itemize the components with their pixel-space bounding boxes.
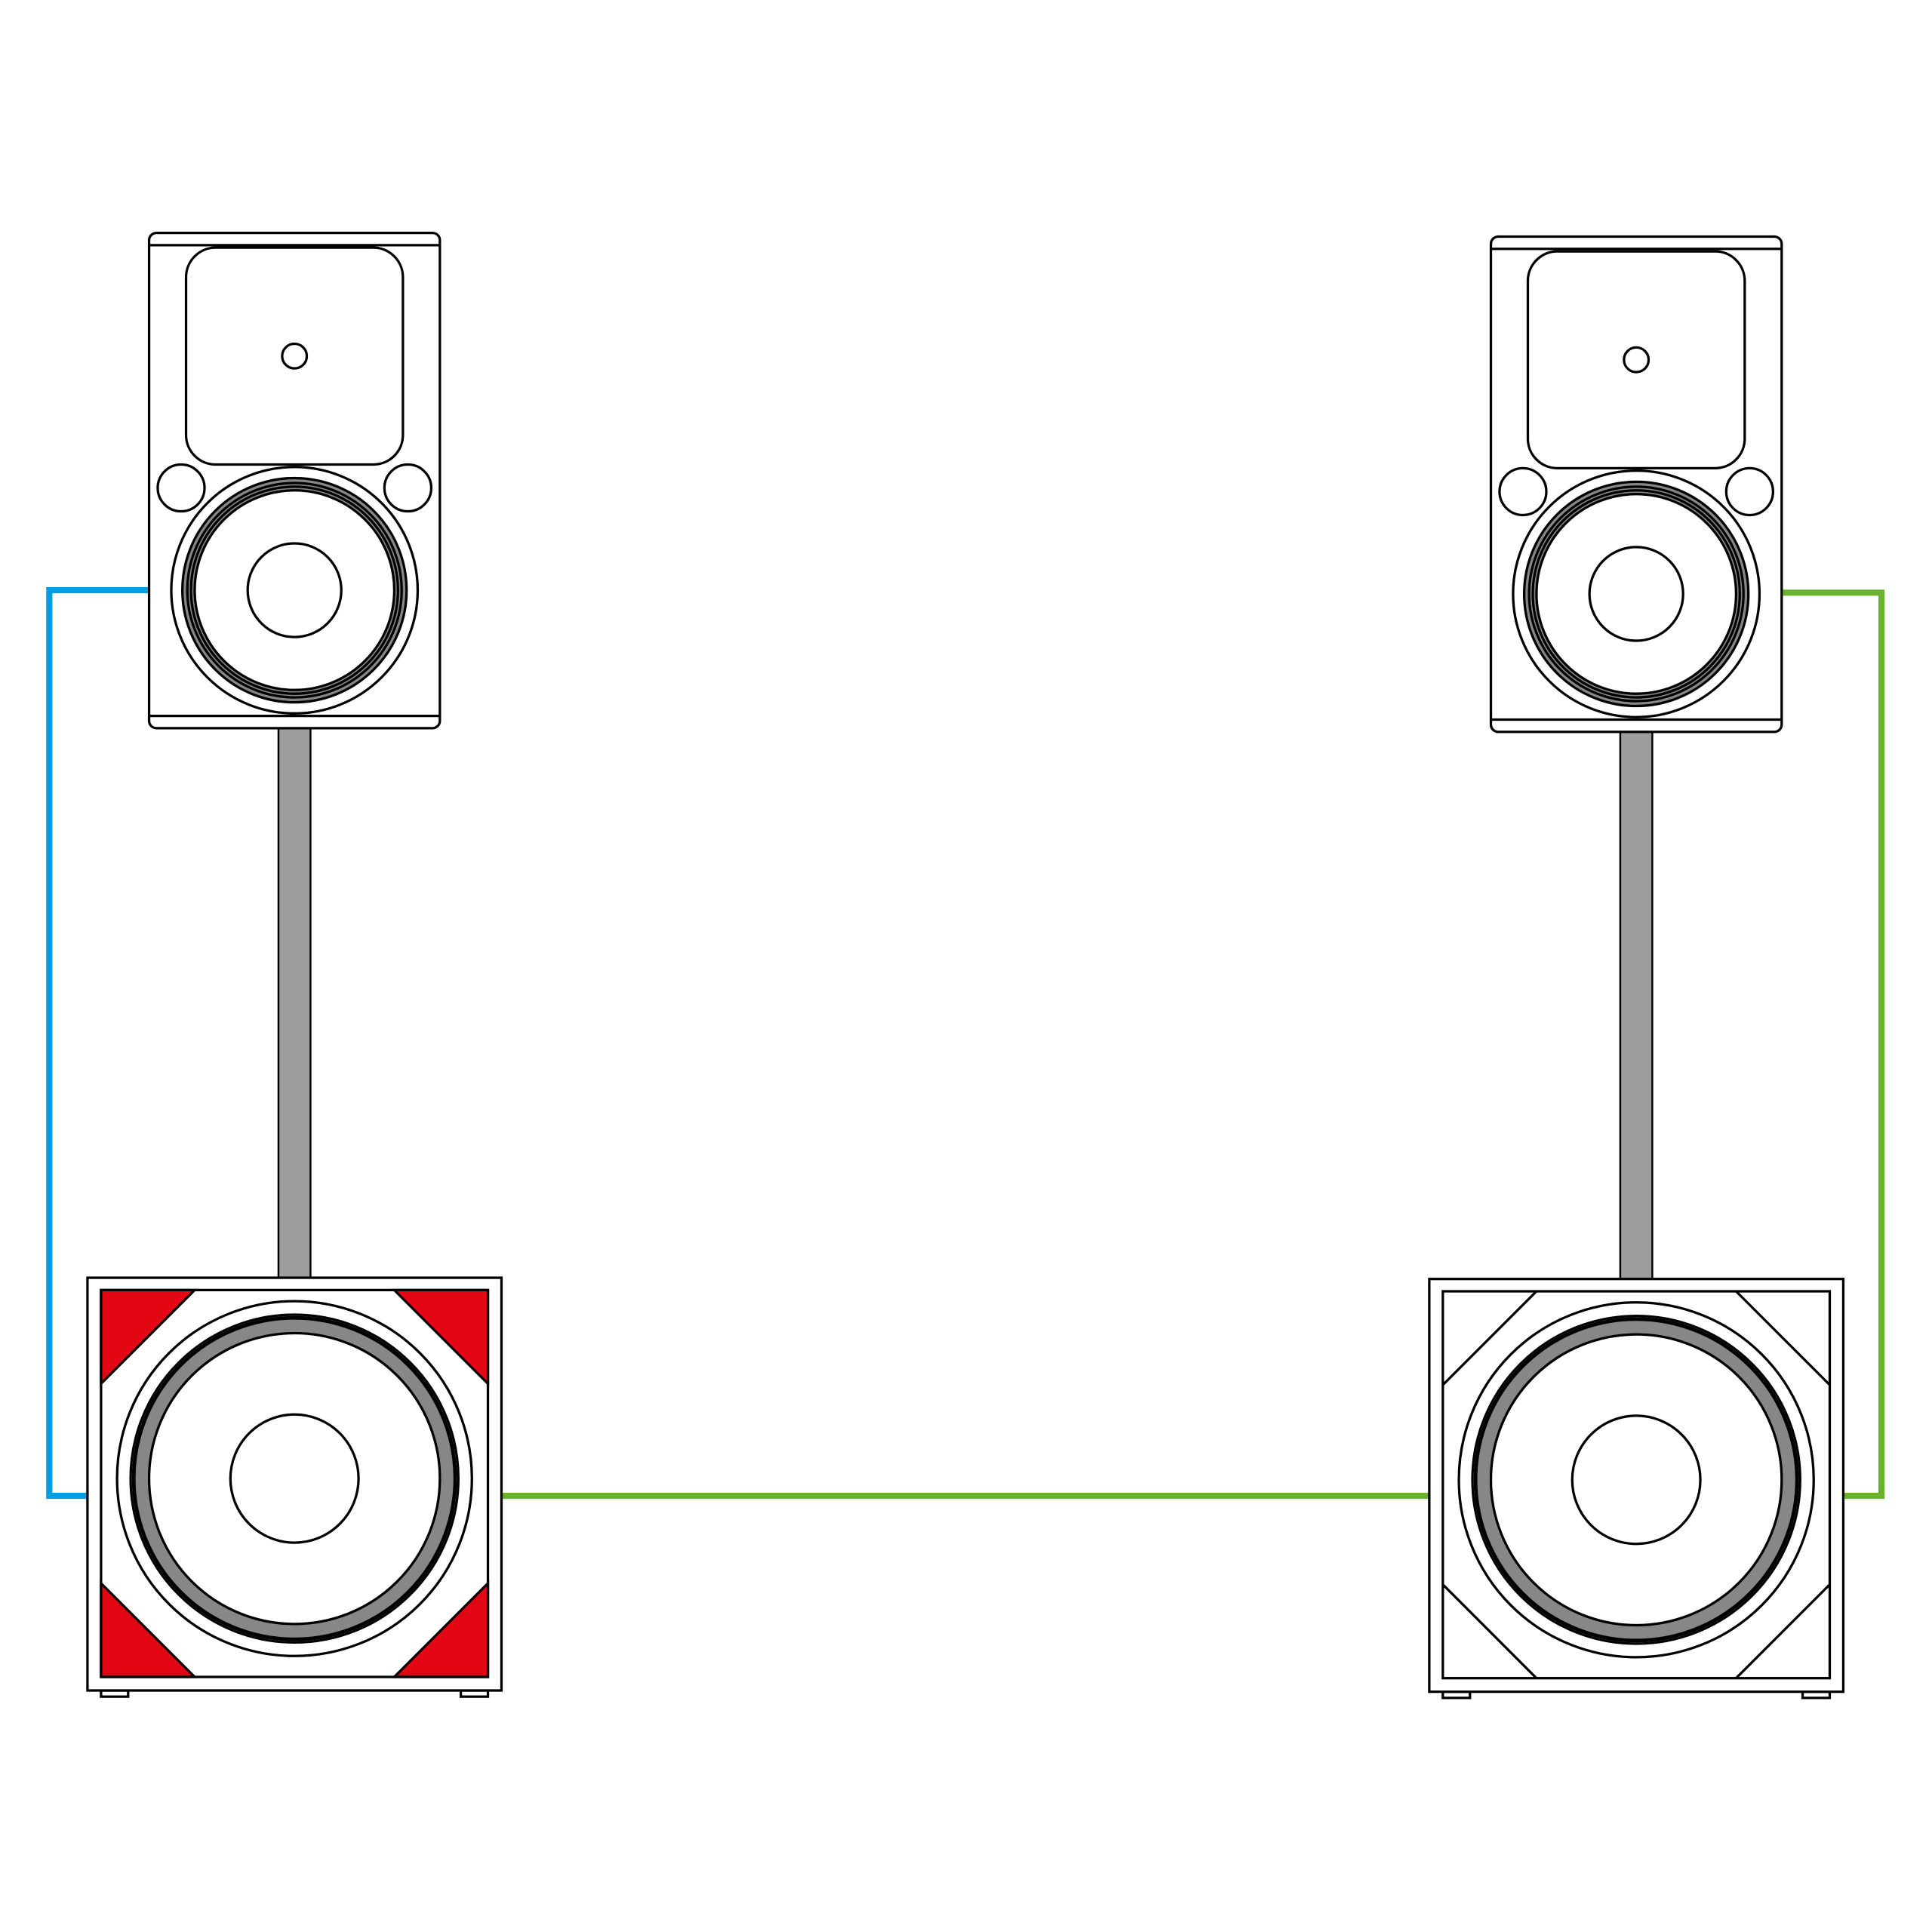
monitor-speaker-left <box>147 231 441 730</box>
monitor-speaker-right <box>1489 235 1783 734</box>
corner-highlight <box>391 1288 490 1387</box>
pole-left <box>277 727 312 1279</box>
subwoofer-left <box>86 1276 503 1698</box>
subwoofer-right <box>1428 1278 1845 1700</box>
corner-highlight <box>391 1580 490 1678</box>
corner-highlight <box>100 1288 198 1387</box>
cable-right-green <box>1783 589 1885 1500</box>
corner-highlight <box>100 1580 198 1678</box>
pole-right <box>1619 729 1654 1280</box>
cable-left-blue <box>46 586 149 1500</box>
